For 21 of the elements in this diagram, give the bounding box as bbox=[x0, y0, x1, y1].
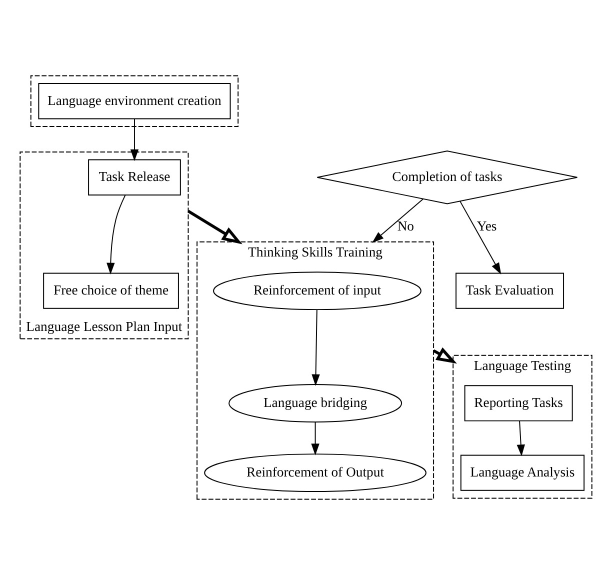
cluster bbox=[30, 75, 239, 128]
arrow bbox=[372, 198, 424, 243]
arrow bbox=[460, 200, 502, 274]
node-box: Language environment creation bbox=[38, 83, 231, 120]
node-ellipse: Reinforcement of Output bbox=[204, 454, 426, 492]
node-box: Reporting Tasks bbox=[464, 385, 573, 422]
arrow bbox=[311, 421, 320, 456]
node-box: Free choice of theme bbox=[43, 272, 179, 309]
node-ellipse: Language bridging bbox=[228, 384, 402, 422]
arrow bbox=[312, 309, 320, 386]
arrow bbox=[130, 118, 139, 162]
arrow bbox=[106, 194, 126, 275]
edge-label: Yes bbox=[476, 218, 497, 234]
node-diamond: Completion of tasks bbox=[316, 150, 578, 204]
arrow bbox=[187, 210, 242, 244]
edge-label: No bbox=[397, 218, 414, 234]
node-box: Language Analysis bbox=[460, 454, 585, 491]
arrow bbox=[516, 420, 525, 456]
node-ellipse: Reinforcement of input bbox=[213, 272, 422, 310]
node-box: Task Release bbox=[88, 159, 181, 196]
node-box: Task Evaluation bbox=[456, 272, 564, 309]
